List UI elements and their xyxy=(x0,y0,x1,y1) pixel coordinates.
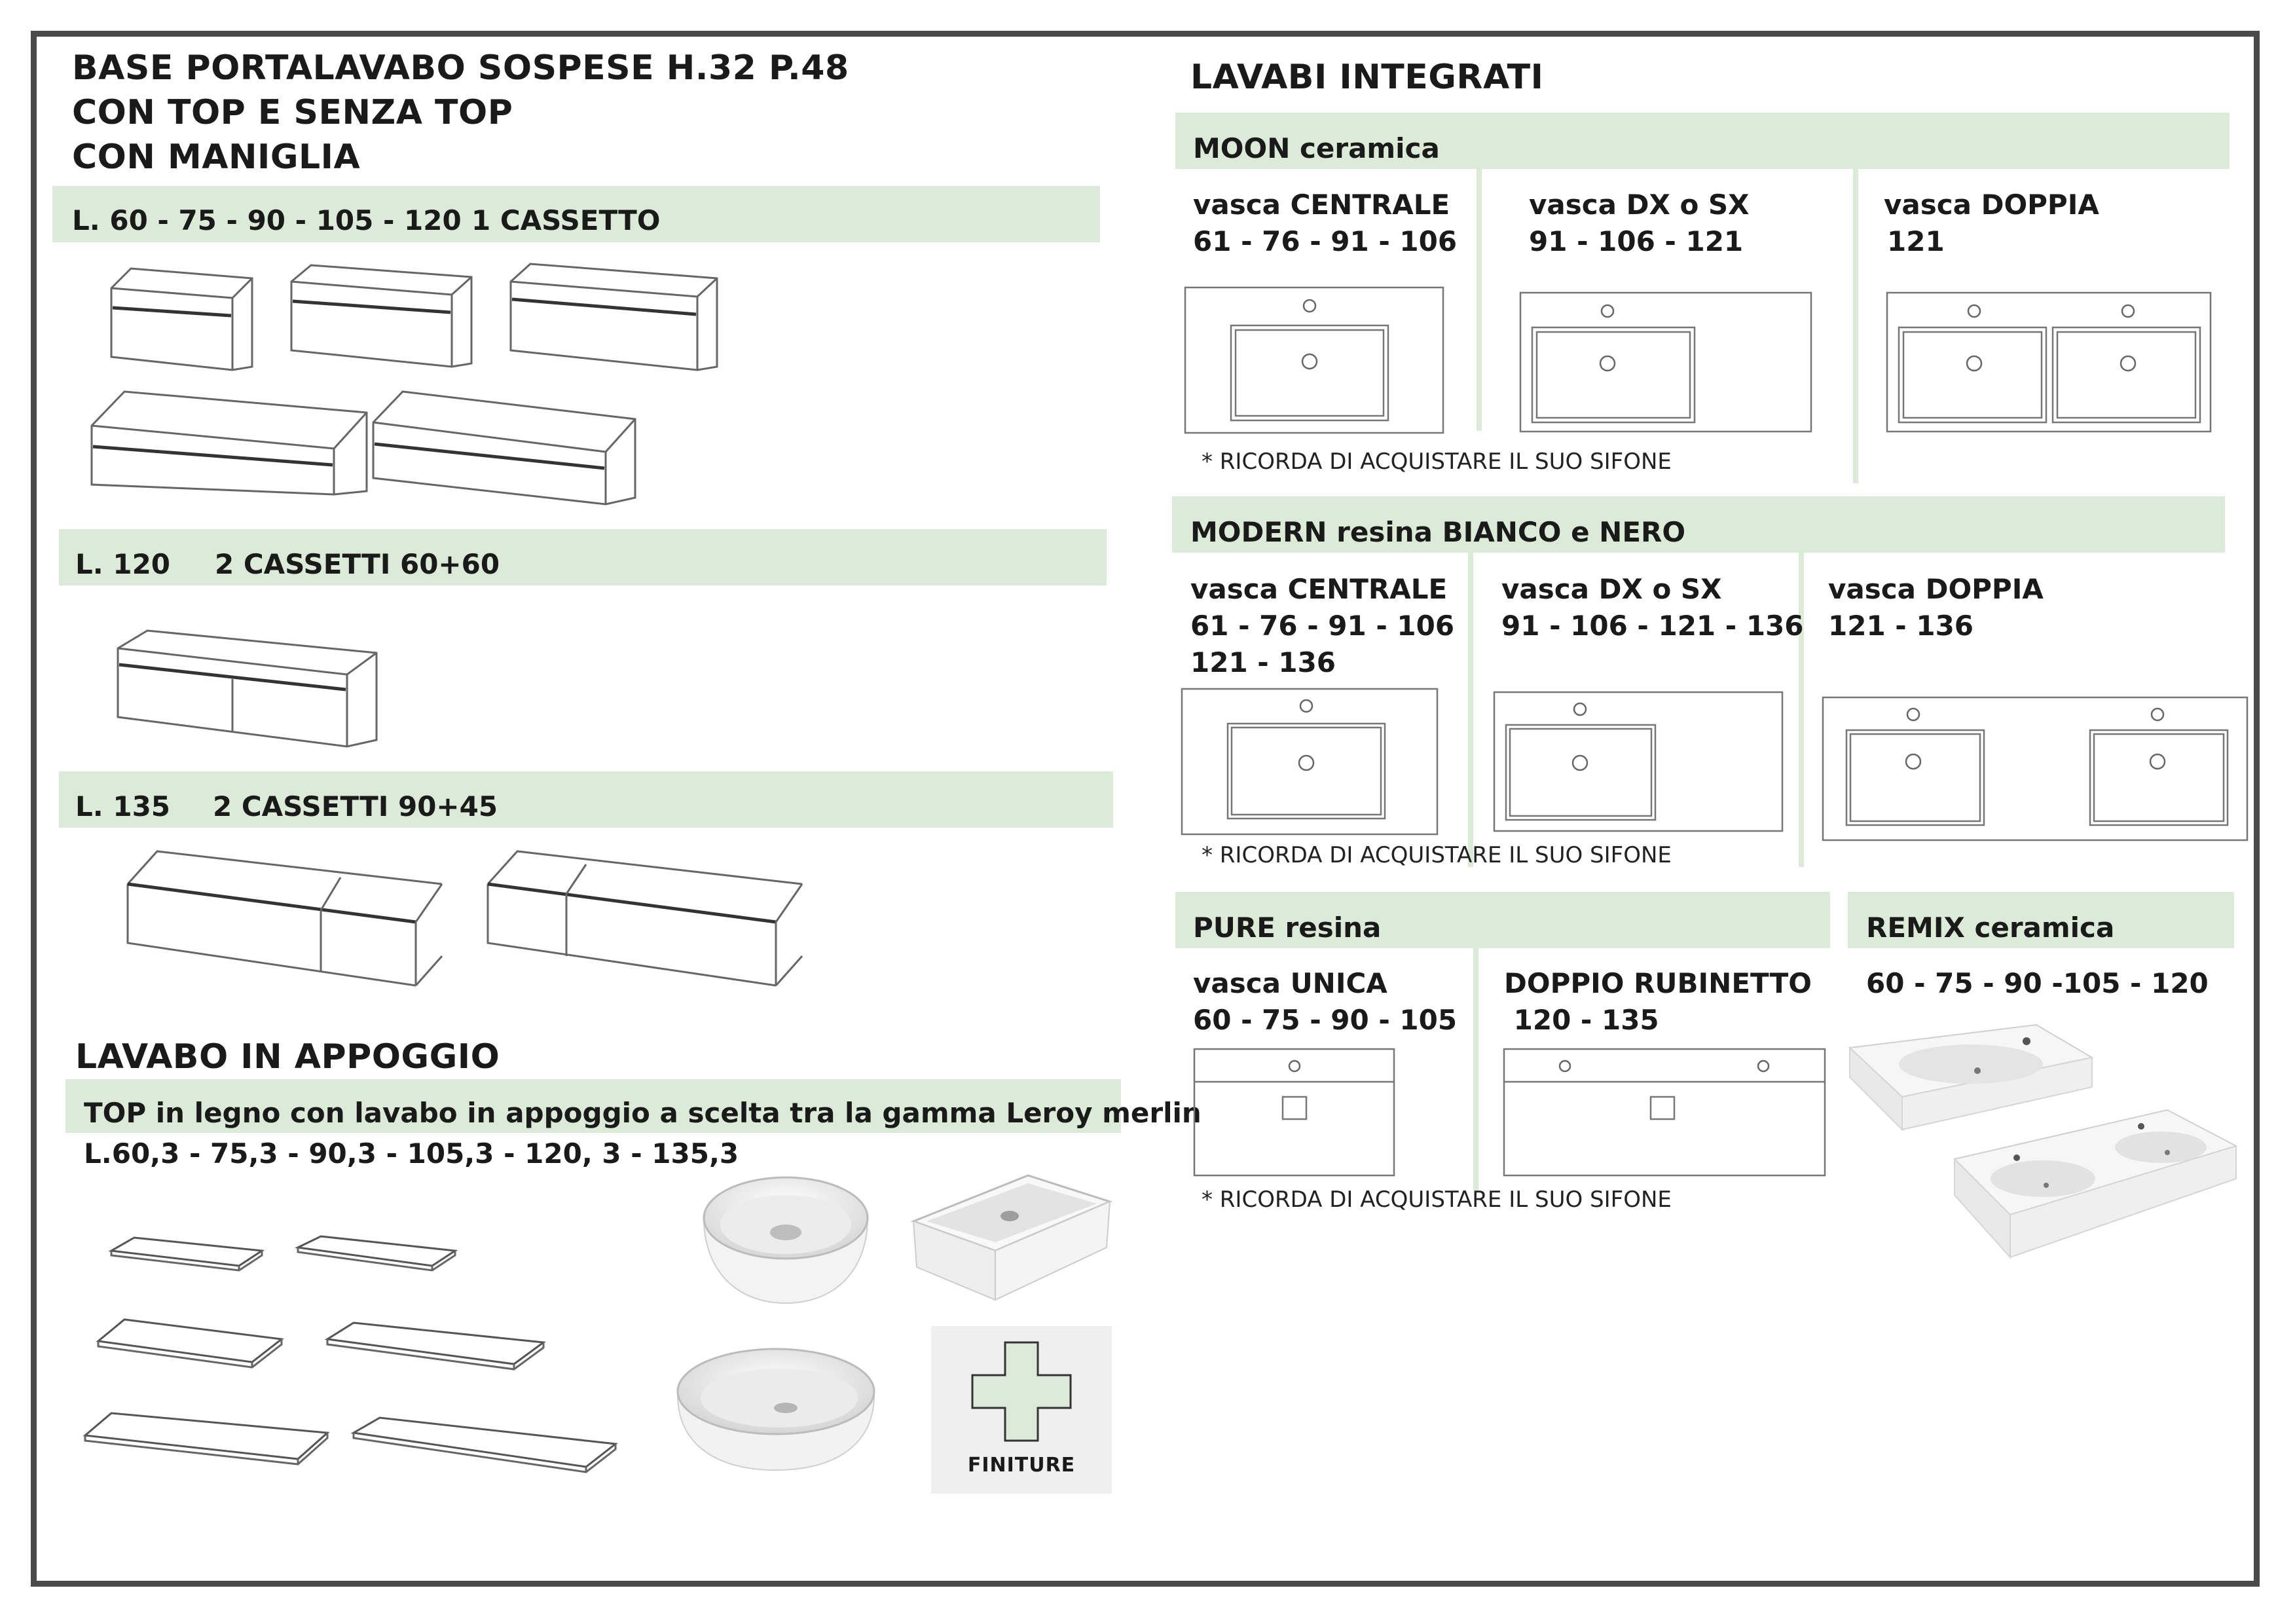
pure-doppio-rubinetto-drawing xyxy=(1503,1048,1826,1177)
cabinet-1-drawer-120 xyxy=(372,390,636,506)
modern-separator-2 xyxy=(1799,553,1804,867)
round-basin-image xyxy=(703,1176,869,1304)
modern-note: * RICORDA DI ACQUISTARE IL SUO SIFONE xyxy=(1202,842,1672,868)
remix-band xyxy=(1848,892,2234,948)
moon-dx-sx-drawing xyxy=(1519,291,1812,433)
modern-band xyxy=(1172,496,2225,553)
moon-col3-sizes: 121 xyxy=(1887,225,1945,257)
pure-col1-sizes: 60 - 75 - 90 - 105 xyxy=(1193,1004,1458,1036)
modern-col3-title: vasca DOPPIA xyxy=(1828,573,2044,605)
modern-dx-sx-drawing xyxy=(1493,691,1784,832)
moon-col3-title: vasca DOPPIA xyxy=(1884,189,2099,221)
band-1-sizes: L. 60 - 75 - 90 - 105 - 120 xyxy=(72,204,462,236)
wood-top-75 xyxy=(294,1235,458,1272)
wood-top-90 xyxy=(96,1318,284,1369)
band-3-cassetti xyxy=(59,771,1113,828)
moon-note: * RICORDA DI ACQUISTARE IL SUO SIFONE xyxy=(1202,449,1672,475)
remix-sizes: 60 - 75 - 90 -105 - 120 xyxy=(1866,967,2209,999)
modern-col1-title: vasca CENTRALE xyxy=(1190,573,1448,605)
pure-col2-sizes: 120 - 135 xyxy=(1504,1004,1659,1036)
appoggio-sizes: L.60,3 - 75,3 - 90,3 - 105,3 - 120, 3 - … xyxy=(84,1137,739,1170)
pure-band xyxy=(1175,892,1830,948)
rectangular-basin-image xyxy=(910,1174,1113,1301)
modern-separator-1 xyxy=(1468,553,1473,867)
appoggio-title: LAVABO IN APPOGGIO xyxy=(75,1037,500,1077)
moon-separator-1 xyxy=(1477,169,1482,431)
moon-col2-title: vasca DX o SX xyxy=(1529,189,1750,221)
band-2-label: 2 CASSETTI 60+60 xyxy=(215,548,500,580)
pure-unica-drawing xyxy=(1193,1048,1395,1177)
appoggio-band-text: TOP in legno con lavabo in appoggio a sc… xyxy=(84,1097,1202,1129)
finiture-label: FINITURE xyxy=(967,1454,1076,1477)
remix-single-basin-image xyxy=(1848,1024,2094,1132)
cabinet-2-drawers-90-45-a xyxy=(126,850,443,987)
moon-separator-2 xyxy=(1853,169,1858,483)
pure-col2-title: DOPPIO RUBINETTO xyxy=(1504,967,1812,999)
moon-band xyxy=(1175,113,2230,169)
moon-col2-sizes: 91 - 106 - 121 xyxy=(1529,225,1744,257)
cabinet-1-drawer-60 xyxy=(110,267,253,371)
remix-band-text: REMIX ceramica xyxy=(1866,912,2115,944)
oval-basin-image xyxy=(676,1348,875,1471)
modern-col3-sizes: 121 - 136 xyxy=(1828,610,1974,642)
pure-col1-title: vasca UNICA xyxy=(1193,967,1387,999)
modern-col1-sizes-2: 121 - 136 xyxy=(1190,646,1336,678)
moon-doppia-drawing xyxy=(1886,291,2212,433)
band-3-label: 2 CASSETTI 90+45 xyxy=(213,790,498,822)
moon-centrale-drawing xyxy=(1184,286,1444,434)
wood-top-120 xyxy=(83,1412,330,1466)
pure-separator xyxy=(1473,948,1478,1190)
appoggio-band xyxy=(65,1079,1121,1133)
base-title-line-1: BASE PORTALAVABO SOSPESE H.32 P.48 xyxy=(72,48,849,88)
band-1-cassetto xyxy=(52,186,1100,242)
cabinet-1-drawer-75 xyxy=(290,264,473,368)
band-1-label: 1 CASSETTO xyxy=(471,204,661,236)
plus-icon xyxy=(971,1341,1072,1442)
modern-col1-sizes: 61 - 76 - 91 - 106 xyxy=(1190,610,1455,642)
cabinet-2-drawers-90-45-b xyxy=(487,850,803,987)
base-title-line-2: CON TOP E SENZA TOP xyxy=(72,93,513,132)
modern-doppia-drawing xyxy=(1822,696,2249,841)
modern-centrale-drawing xyxy=(1181,688,1439,836)
cabinet-1-drawer-105 xyxy=(90,390,368,496)
page-frame xyxy=(31,31,2260,1587)
base-title-line-3: CON MANIGLIA xyxy=(72,138,361,177)
base-title: BASE PORTALAVABO SOSPESE H.32 P.48 CON T… xyxy=(72,46,849,179)
remix-double-basin-image xyxy=(1953,1109,2238,1259)
wood-top-105 xyxy=(324,1321,547,1371)
modern-col2-title: vasca DX o SX xyxy=(1501,573,1722,605)
modern-col2-sizes: 91 - 106 - 121 - 136 xyxy=(1501,610,1804,642)
pure-band-text: PURE resina xyxy=(1193,912,1382,944)
band-2-sizes: L. 120 xyxy=(75,548,171,580)
moon-band-text: MOON ceramica xyxy=(1193,132,1440,164)
pure-note: * RICORDA DI ACQUISTARE IL SUO SIFONE xyxy=(1202,1187,1672,1213)
modern-band-text: MODERN resina BIANCO e NERO xyxy=(1190,516,1686,548)
cabinet-1-drawer-90 xyxy=(509,263,718,371)
wood-top-135 xyxy=(350,1416,618,1473)
band-3-sizes: L. 135 xyxy=(75,790,171,822)
lavabi-integrati-title: LAVABI INTEGRATI xyxy=(1190,58,1544,97)
band-2-cassetti xyxy=(59,529,1107,585)
moon-col1-title: vasca CENTRALE xyxy=(1193,189,1450,221)
moon-col1-sizes: 61 - 76 - 91 - 106 xyxy=(1193,225,1458,257)
wood-top-60 xyxy=(108,1236,265,1272)
cabinet-2-drawers-60-60 xyxy=(117,629,378,748)
